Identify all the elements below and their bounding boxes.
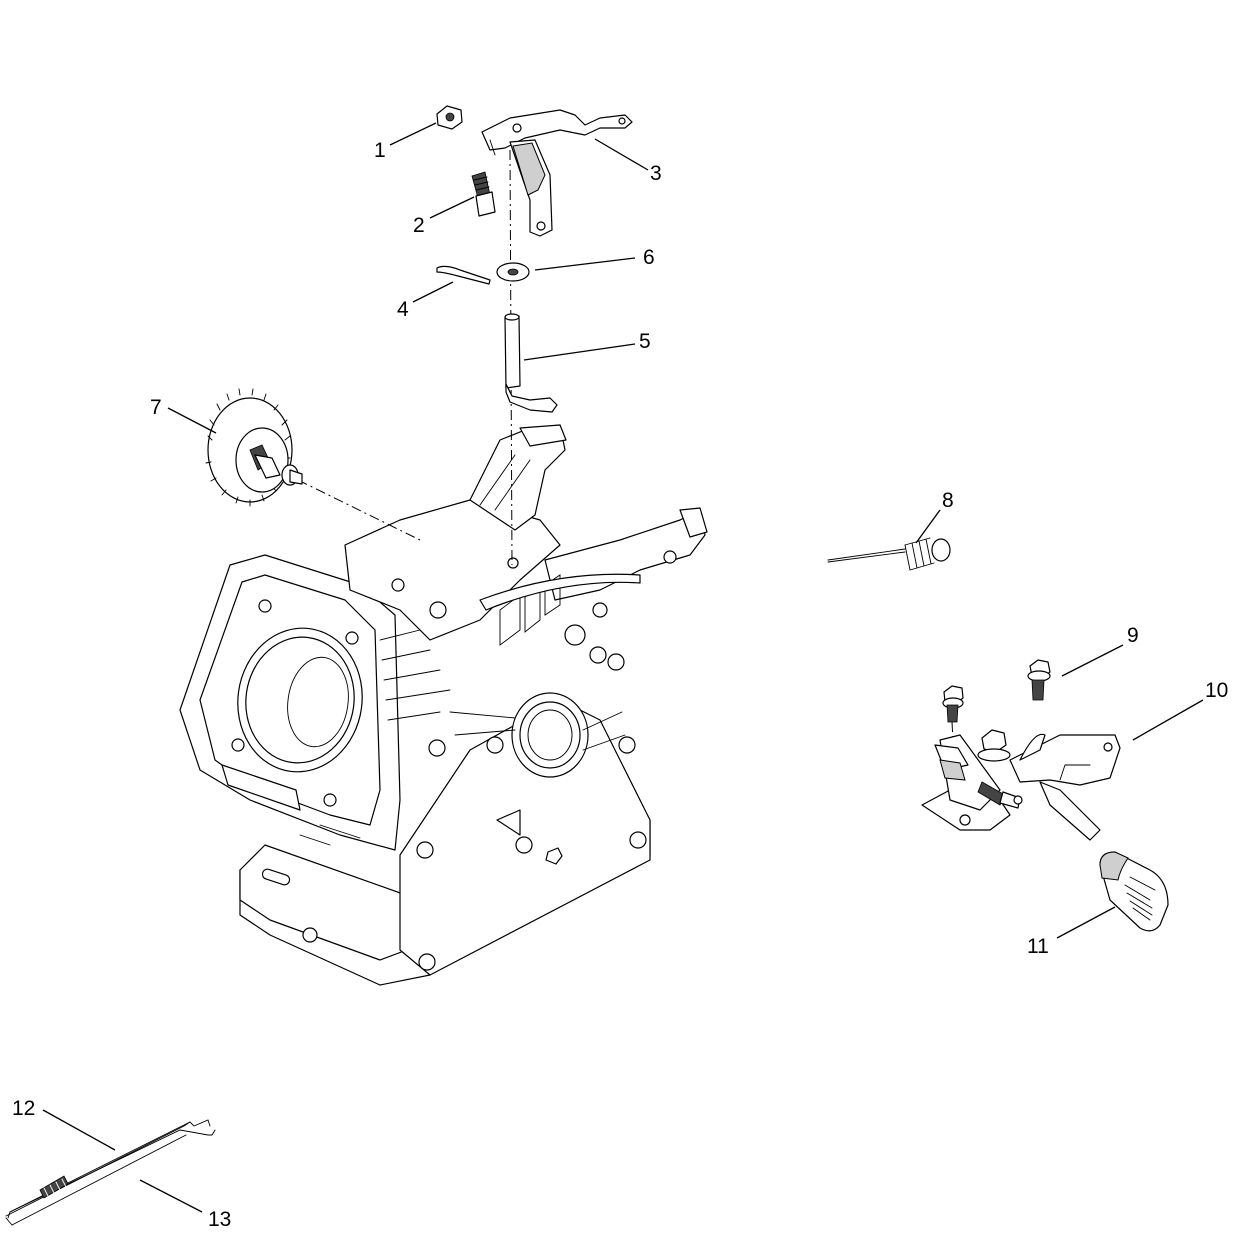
callout-13: 13 [208,1208,231,1231]
callout-7: 7 [150,396,162,419]
callout-8: 8 [942,489,954,512]
part-adjusting-screw [471,171,496,217]
part-governor-arm [481,109,633,237]
callout-9: 9 [1127,624,1139,647]
callout-4: 4 [397,298,409,321]
part-governor-spring [827,537,951,571]
engine-crankcase [179,424,708,986]
callout-5: 5 [639,330,651,353]
callout-3: 3 [650,162,662,185]
part-flange-bolt [1027,659,1051,701]
part-governor-gear [205,388,303,507]
part-control-bracket [921,685,1121,841]
part-washer [496,262,530,282]
callout-labels: 1 2 3 4 5 6 7 8 9 10 11 12 13 [12,139,1228,1231]
callout-10: 10 [1205,679,1228,702]
part-governor-shaft [504,313,558,413]
part-nut [436,105,463,130]
part-governor-link [5,1119,216,1226]
callout-11: 11 [1027,935,1049,958]
callout-6: 6 [643,246,655,269]
part-cotter-pin [436,265,491,285]
part-link-spring [39,1175,69,1199]
callout-1: 1 [374,139,386,162]
callout-12: 12 [12,1097,35,1120]
alignment-line-gear [297,479,421,541]
callout-2: 2 [413,214,425,237]
part-control-knob [1099,851,1169,932]
leader-lines [42,122,1204,1213]
